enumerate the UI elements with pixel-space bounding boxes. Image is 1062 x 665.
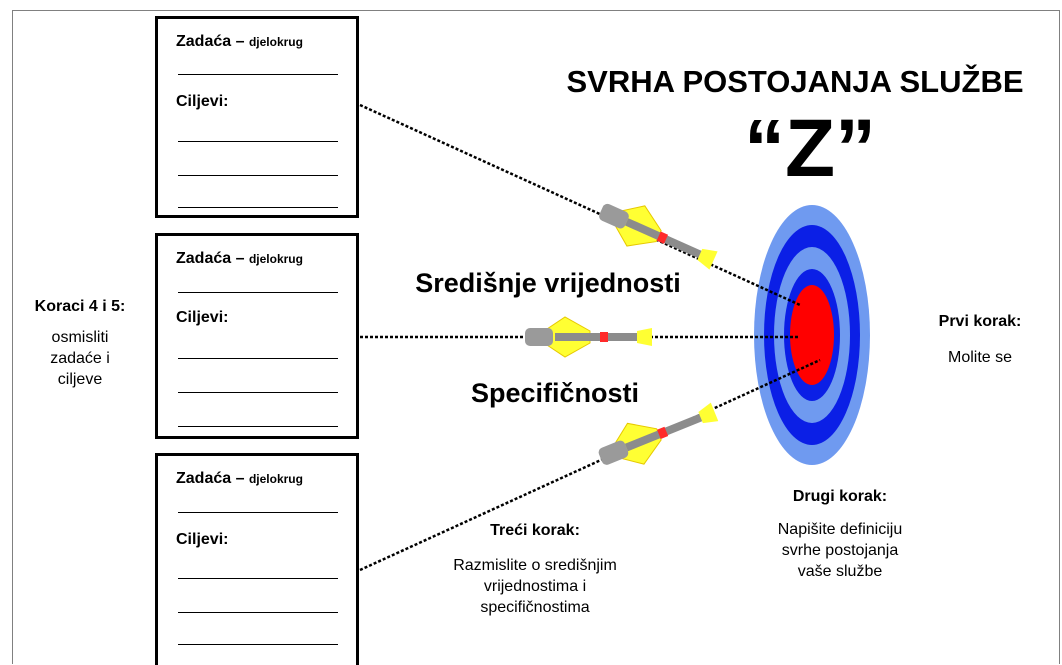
blank-line xyxy=(178,175,338,176)
step-2-line: svrhe postojanja xyxy=(781,542,899,559)
steps-4-5-line: ciljeve xyxy=(57,371,103,388)
dart-icon-top xyxy=(599,203,718,270)
task-label: Zadaća – djelokrug xyxy=(176,33,303,50)
task-box-2: Zadaća – djelokrug Ciljevi: xyxy=(155,233,359,439)
step-1: Prvi korak: Molite se xyxy=(910,313,1050,367)
blank-line xyxy=(178,392,338,393)
goals-label: Ciljevi: xyxy=(176,531,229,548)
steps-4-5-line: osmisliti xyxy=(51,329,109,346)
task-box-3: Zadaća – djelokrug Ciljevi: xyxy=(155,453,359,665)
task-label: Zadaća – djelokrug xyxy=(176,470,303,487)
step-1-text: Molite se xyxy=(947,349,1013,366)
blank-line xyxy=(178,207,338,208)
dart-icon-middle xyxy=(525,316,652,358)
step-3-line: vrijednostima i xyxy=(483,578,587,595)
steps-4-5-line: zadaće i xyxy=(50,350,110,367)
blank-line xyxy=(178,358,338,359)
step-2-line: vaše službe xyxy=(797,563,883,580)
step-2-title: Drugi korak: xyxy=(792,488,888,505)
blank-line xyxy=(178,512,338,513)
goals-label: Ciljevi: xyxy=(176,309,229,326)
blank-line xyxy=(178,612,338,613)
specifics-label: Specifičnosti xyxy=(470,378,640,408)
dart-icon-bottom xyxy=(598,402,719,465)
goals-label: Ciljevi: xyxy=(176,93,229,110)
page-title: SVRHA POSTOJANJA SLUŽBE xyxy=(566,64,1024,99)
slide-frame xyxy=(12,10,1060,664)
core-values-label: Središnje vrijednosti xyxy=(415,268,681,298)
step-3-line: specifičnostima xyxy=(480,599,590,616)
step-3-line: Razmislite o središnjim xyxy=(453,557,617,574)
step-3-title: Treći korak: xyxy=(490,522,580,539)
blank-line xyxy=(178,644,338,645)
blank-line xyxy=(178,578,338,579)
blank-line xyxy=(178,292,338,293)
blank-line xyxy=(178,141,338,142)
blank-line xyxy=(178,426,338,427)
z-label: “Z” xyxy=(743,103,877,194)
blank-line xyxy=(178,74,338,75)
step-2: Drugi korak: Napišite definiciju svrhe p… xyxy=(740,486,940,582)
step-1-title: Prvi korak: xyxy=(938,313,1022,330)
step-3: Treći korak: Razmislite o središnjim vri… xyxy=(415,520,655,618)
task-box-1: Zadaća – djelokrug Ciljevi: xyxy=(155,16,359,218)
step-2-line: Napišite definiciju xyxy=(777,521,903,538)
steps-4-5-title: Koraci 4 i 5: xyxy=(34,298,126,315)
task-label: Zadaća – djelokrug xyxy=(176,250,303,267)
target-icon xyxy=(754,205,870,465)
steps-4-5: Koraci 4 i 5: osmisliti zadaće i ciljeve xyxy=(10,296,150,390)
